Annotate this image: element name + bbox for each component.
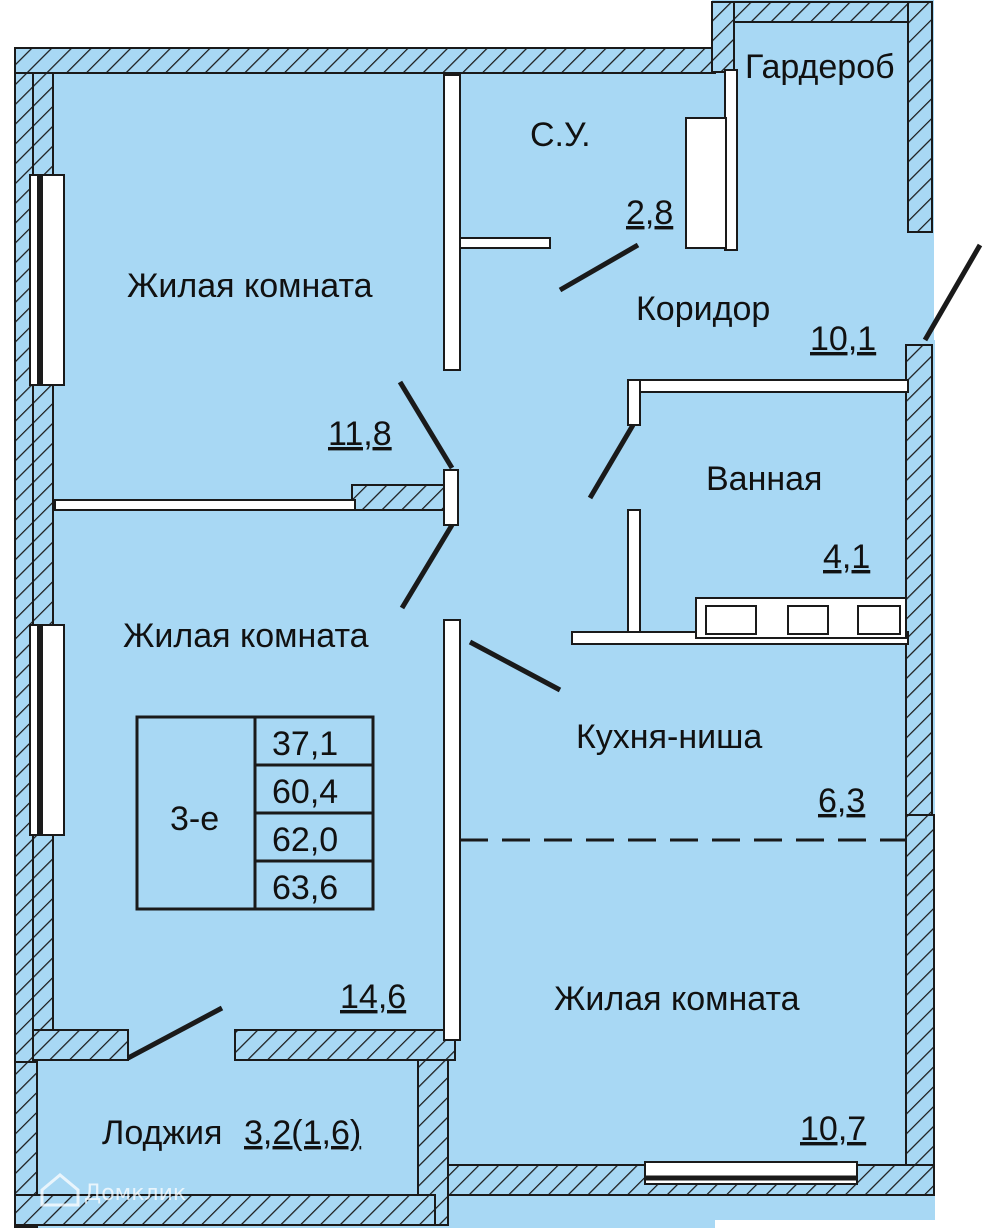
room-area-living2: 14,6 <box>340 978 406 1016</box>
watermark-text: Домклик <box>84 1181 186 1206</box>
summary-value-1: 37,1 <box>272 725 338 763</box>
room-area-loggia: 3,2(1,6) <box>244 1114 361 1152</box>
room-label-wardrobe: Гардероб <box>745 48 895 86</box>
summary-value-2: 60,4 <box>272 773 338 811</box>
door-swings <box>126 242 983 1061</box>
house-icon <box>40 1173 80 1207</box>
room-label-bath: Ванная <box>706 460 822 498</box>
room-label-wc: С.У. <box>530 116 591 154</box>
room-label-living2: Жилая комната <box>123 617 369 655</box>
summary-type: 3-е <box>170 800 219 838</box>
room-label-living3: Жилая комната <box>554 980 800 1018</box>
summary-value-3: 62,0 <box>272 821 338 859</box>
room-area-wc: 2,8 <box>626 194 673 232</box>
summary-value-4: 63,6 <box>272 869 338 907</box>
watermark: Домклик <box>40 1173 186 1207</box>
room-label-corridor: Коридор <box>636 290 770 328</box>
room-area-living1: 11,8 <box>328 415 392 453</box>
room-label-living1: Жилая комната <box>127 267 373 305</box>
room-label-loggia: Лоджия <box>102 1114 222 1152</box>
room-area-bath: 4,1 <box>823 538 870 576</box>
room-area-corridor: 10,1 <box>810 320 876 358</box>
room-label-kitchen: Кухня-ниша <box>576 718 762 756</box>
bath-fixtures <box>695 597 907 639</box>
room-area-living3: 10,7 <box>800 1110 866 1148</box>
room-area-kitchen: 6,3 <box>818 782 865 820</box>
summary-table <box>135 715 375 911</box>
windows <box>29 174 858 1185</box>
